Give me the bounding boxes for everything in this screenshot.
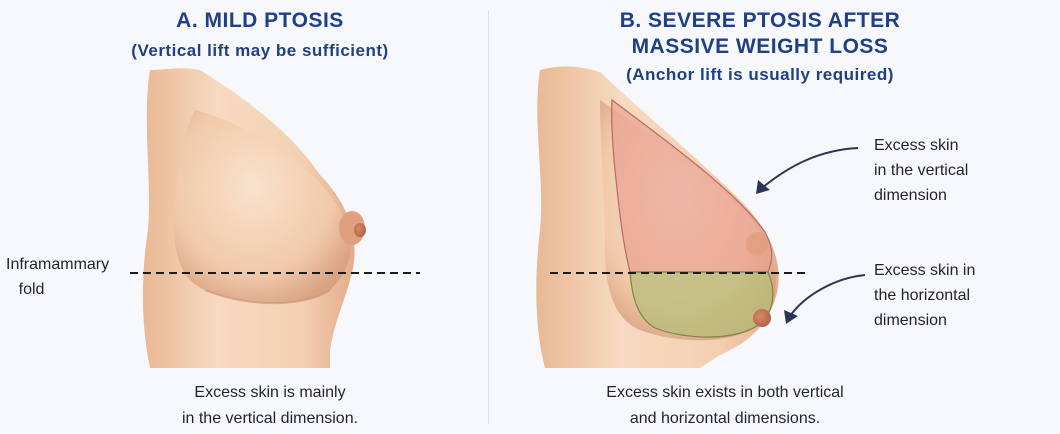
fold-label-line1: Inframammary bbox=[6, 256, 110, 273]
panel-a-caption-line1: Excess skin is mainly bbox=[194, 384, 346, 401]
fold-label: Inframammary fold bbox=[6, 252, 109, 302]
panel-a-caption: Excess skin is mainly in the vertical di… bbox=[120, 380, 420, 432]
horizontal-excess-zone bbox=[629, 271, 774, 338]
panel-b-title-line2: MASSIVE WEIGHT LOSS bbox=[631, 35, 889, 58]
panel-a-breast bbox=[173, 110, 351, 305]
panel-b-nipple bbox=[746, 232, 771, 327]
panel-a-subtitle: (Vertical lift may be sufficient) bbox=[131, 41, 389, 60]
fold-label-line2: fold bbox=[18, 281, 45, 298]
horizontal-note-line1: Excess skin in bbox=[874, 262, 976, 279]
panel-a-caption-line2: in the vertical dimension. bbox=[181, 410, 359, 427]
vertical-excess-zone bbox=[611, 98, 773, 273]
vertical-note-line3: dimension bbox=[874, 187, 947, 204]
panel-b-caption: Excess skin exists in both vertical and … bbox=[555, 380, 895, 432]
panel-b-caption-line1: Excess skin exists in both vertical bbox=[606, 384, 844, 401]
vertical-note: Excess skin in the vertical dimension bbox=[874, 133, 968, 208]
panel-b-caption-line2: and horizontal dimensions. bbox=[629, 410, 821, 427]
panel-b-title-block: B. SEVERE PTOSIS AFTER MASSIVE WEIGHT LO… bbox=[560, 8, 960, 86]
horizontal-note-line3: dimension bbox=[874, 312, 947, 329]
horizontal-note-arrow bbox=[784, 274, 866, 324]
horizontal-note: Excess skin in the horizontal dimension bbox=[874, 258, 975, 333]
panel-a-title: A. MILD PTOSIS bbox=[176, 9, 344, 32]
vertical-note-line2: in the vertical bbox=[874, 162, 969, 179]
horizontal-note-line2: the horizontal bbox=[874, 287, 971, 304]
panel-a-title-block: A. MILD PTOSIS (Vertical lift may be suf… bbox=[100, 8, 420, 62]
panel-divider bbox=[488, 10, 489, 424]
vertical-note-arrow bbox=[756, 147, 859, 194]
panel-b-title-line1: B. SEVERE PTOSIS AFTER bbox=[619, 9, 901, 32]
panel-a-nipple bbox=[339, 211, 366, 245]
vertical-note-line1: Excess skin bbox=[874, 137, 959, 154]
panel-b-subtitle: (Anchor lift is usually required) bbox=[626, 65, 894, 84]
